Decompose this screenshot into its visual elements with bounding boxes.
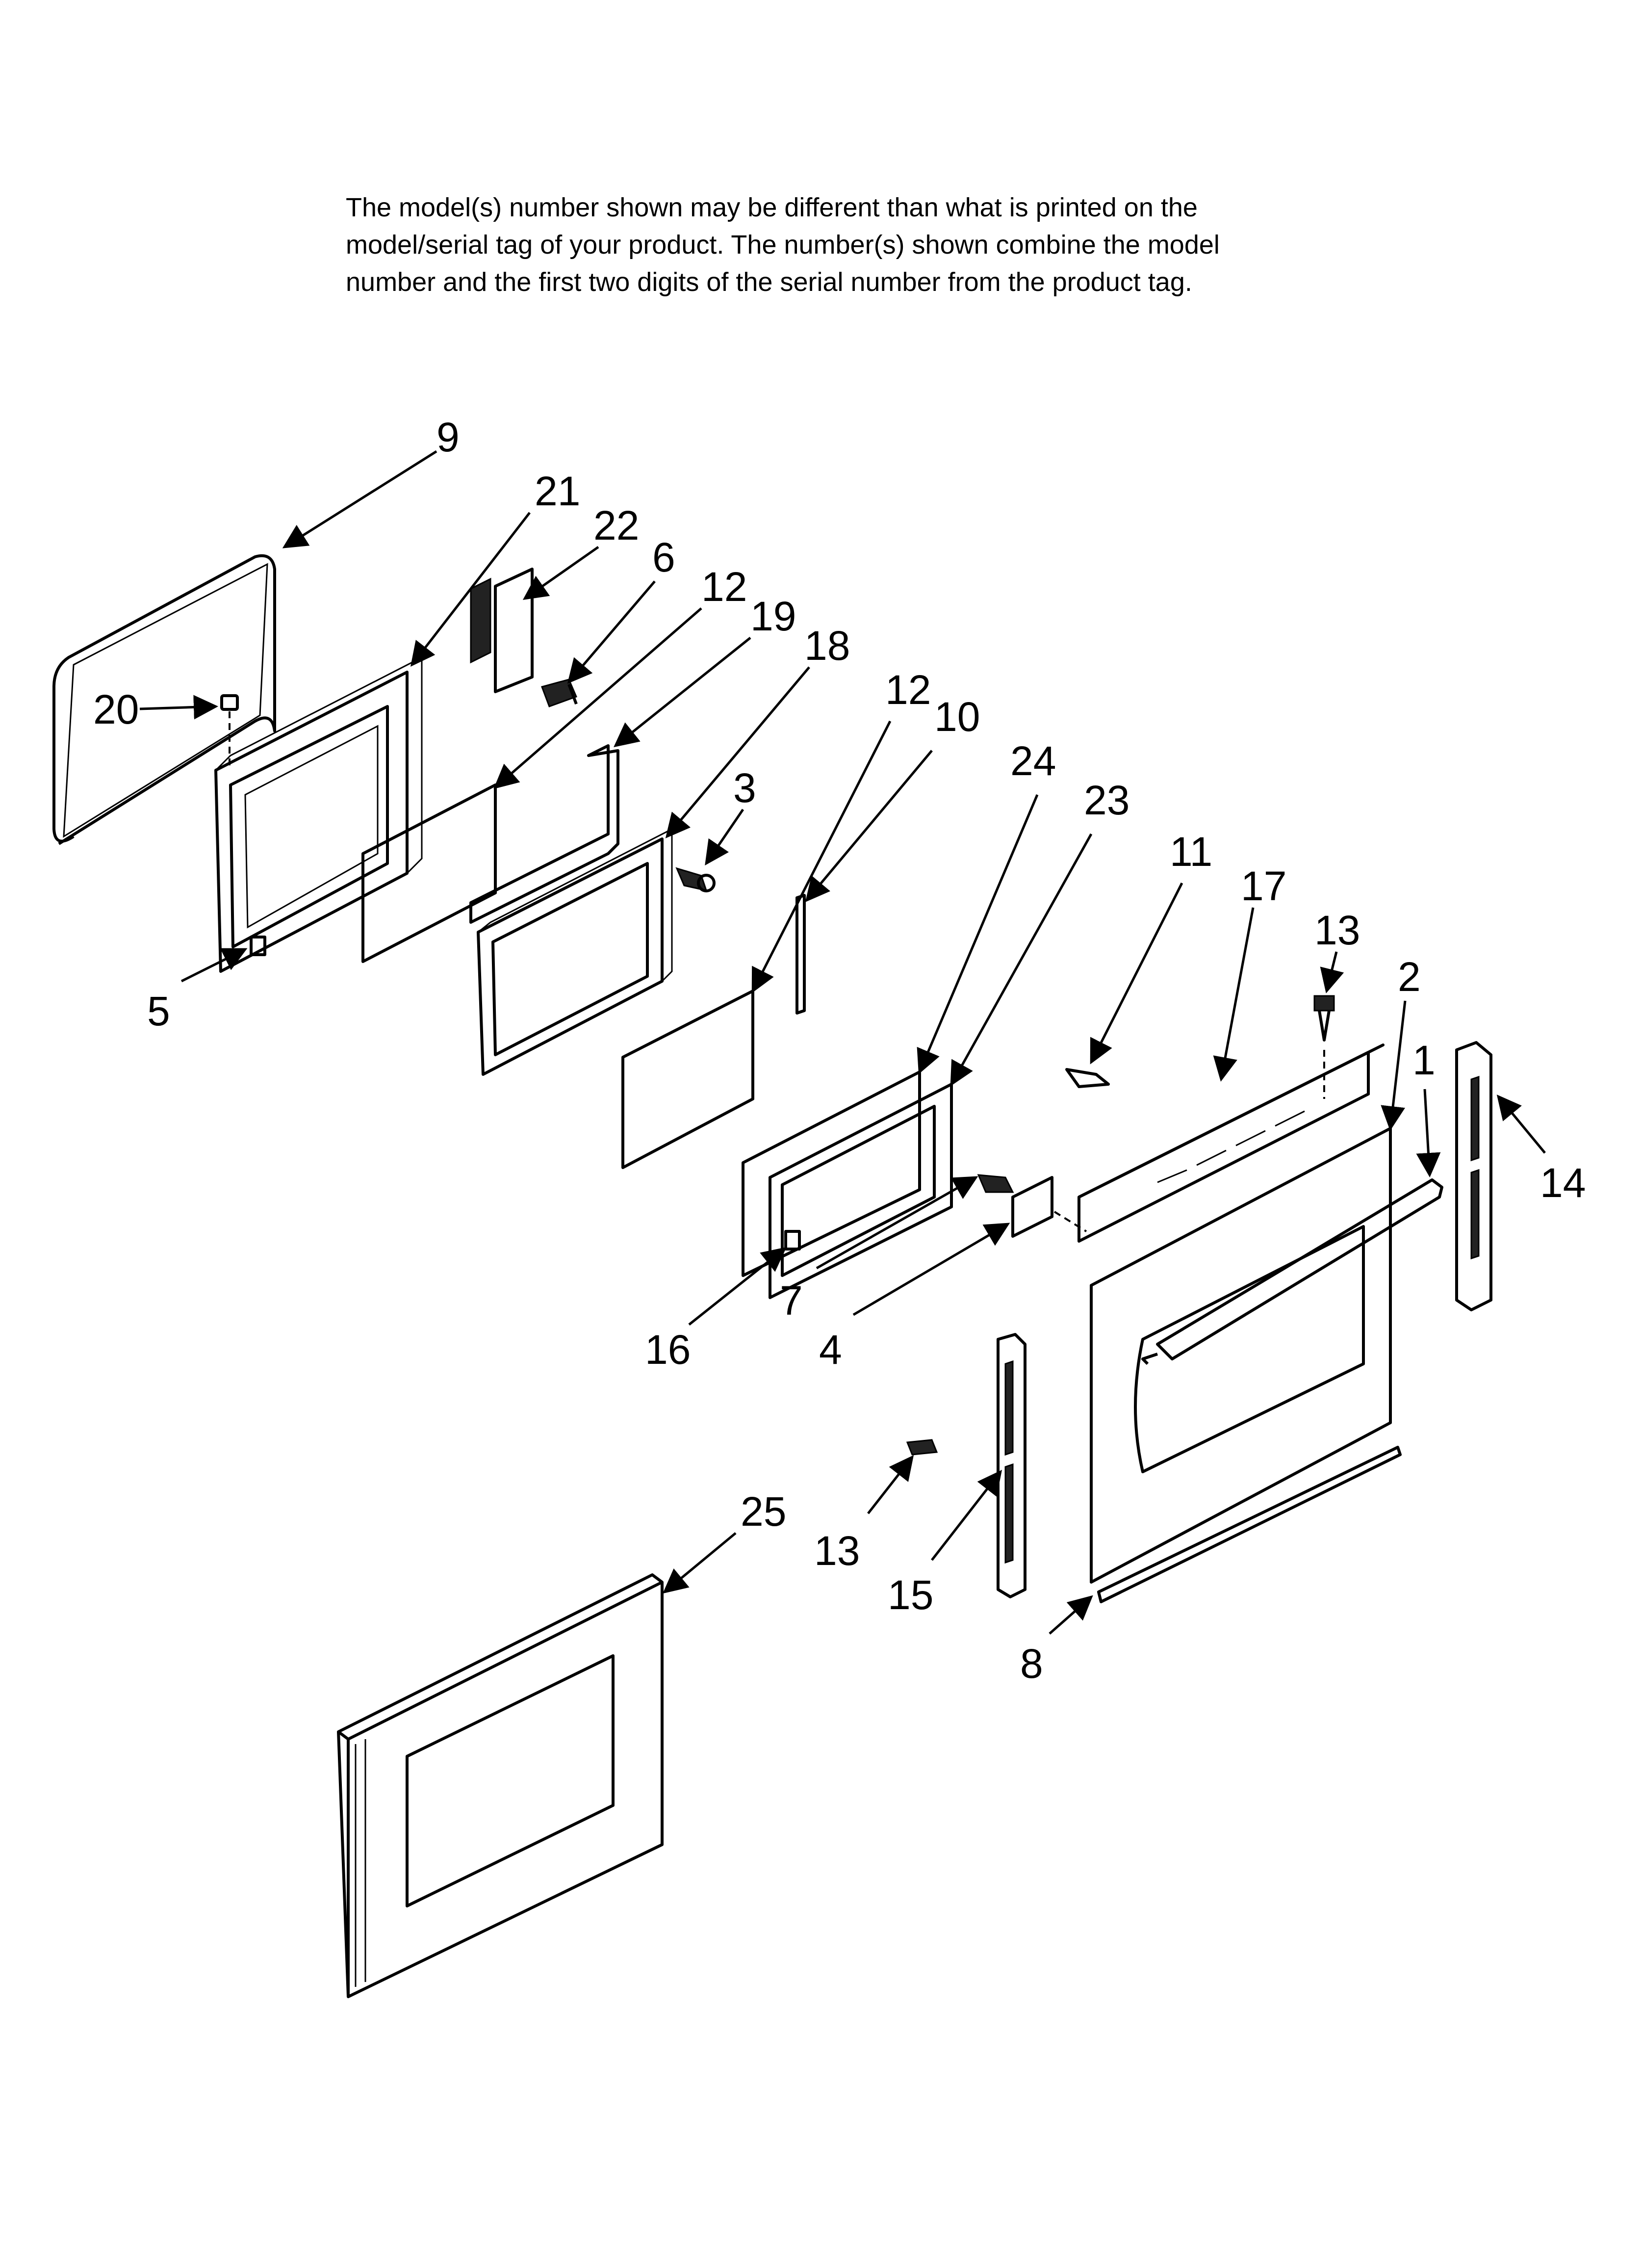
callout-21: 21 xyxy=(535,468,580,514)
callout-24: 24 xyxy=(1010,738,1056,784)
part-glass-panel-left xyxy=(361,783,497,963)
callout-13b: 13 xyxy=(814,1528,860,1574)
callout-13a: 13 xyxy=(1314,907,1360,953)
callout-17: 17 xyxy=(1241,863,1286,909)
part-gasket-clip xyxy=(220,694,239,765)
part-screw-3 xyxy=(675,867,716,892)
part-screw-13-top xyxy=(1313,995,1335,1099)
callout-15: 15 xyxy=(888,1572,933,1618)
callout-22: 22 xyxy=(593,502,639,548)
model-number-note: The model(s) number shown may be differe… xyxy=(346,189,1474,301)
part-door-gasket xyxy=(52,554,276,845)
part-door-assembly xyxy=(337,1573,664,1998)
callout-20: 20 xyxy=(93,686,139,732)
part-inner-door-frame xyxy=(214,656,423,973)
part-insulation-channel xyxy=(469,744,619,924)
part-left-side-trim xyxy=(997,1333,1026,1598)
callout-1: 1 xyxy=(1412,1037,1436,1083)
callout-16: 16 xyxy=(645,1327,691,1373)
note-line-2: model/serial tag of your product. The nu… xyxy=(346,230,1220,260)
callout-19: 19 xyxy=(750,593,796,639)
callout-8: 8 xyxy=(1020,1641,1043,1687)
part-hinge-latch xyxy=(1011,1176,1087,1238)
part-spacer-16 xyxy=(784,1230,801,1251)
callout-2: 2 xyxy=(1398,954,1421,1000)
part-hinge-bracket xyxy=(470,568,534,693)
callout-4: 4 xyxy=(819,1327,842,1373)
part-screw-13-bottom xyxy=(906,1439,938,1456)
part-screw-6 xyxy=(541,678,578,707)
callout-7: 7 xyxy=(780,1277,803,1324)
callout-9: 9 xyxy=(436,414,460,460)
part-bottom-trim xyxy=(1097,1446,1402,1603)
callout-18: 18 xyxy=(804,623,850,669)
part-handle-recess xyxy=(1134,1225,1365,1473)
callout-25: 25 xyxy=(741,1488,786,1535)
part-spacer-5 xyxy=(250,936,266,956)
callout-labels: 9 21 22 6 12 19 18 12 10 24 23 20 3 11 1… xyxy=(93,414,1586,1687)
part-window-glass xyxy=(742,1070,921,1277)
part-door-liner-frame xyxy=(477,828,673,1076)
part-right-side-trim xyxy=(1455,1041,1492,1311)
part-glass-panel-right xyxy=(621,990,754,1169)
note-line-1: The model(s) number shown may be differe… xyxy=(346,193,1198,222)
note-line-3: number and the first two digits of the s… xyxy=(346,267,1192,297)
callout-12a: 12 xyxy=(701,564,747,610)
callout-23: 23 xyxy=(1084,777,1129,823)
callout-3: 3 xyxy=(733,765,756,811)
part-door-handle xyxy=(1141,1178,1443,1365)
callout-5: 5 xyxy=(147,988,170,1034)
callout-11: 11 xyxy=(1170,829,1212,875)
callout-6: 6 xyxy=(652,534,675,580)
leader-lines xyxy=(139,450,1546,1635)
part-screw-11 xyxy=(1065,1068,1110,1088)
callout-12b: 12 xyxy=(885,667,931,713)
part-outer-door-panel xyxy=(1090,1127,1392,1584)
callout-14: 14 xyxy=(1540,1160,1586,1206)
callout-10: 10 xyxy=(934,694,980,740)
part-screw-7 xyxy=(977,1174,1014,1193)
part-glass-strip xyxy=(795,894,806,1015)
part-window-glass-framed xyxy=(769,1083,953,1299)
